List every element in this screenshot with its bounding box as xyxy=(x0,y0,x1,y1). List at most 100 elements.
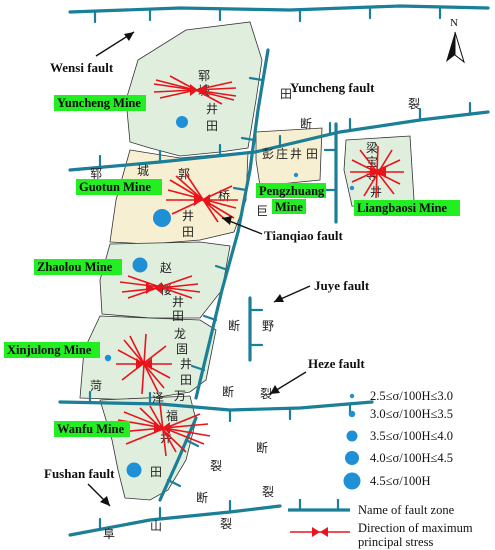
heze-fault-label: Heze fault xyxy=(308,356,365,371)
char-ye: 野 xyxy=(262,319,274,333)
legend-class-label-4: 4.0≤σ/100H≤4.5 xyxy=(370,451,453,465)
yuncheng-fault-line xyxy=(68,110,490,172)
char-fu: 福 xyxy=(166,408,178,423)
wensi-fault-label: Wensi fault xyxy=(50,60,114,75)
stress-cross-liangbaosi xyxy=(350,145,404,199)
char-jing-guo: 井 xyxy=(182,209,194,223)
char-jing-zhao: 井 xyxy=(172,295,184,309)
zhaolou-field xyxy=(99,241,231,319)
char-bao: 宝 xyxy=(366,155,378,169)
legend: 2.5≤σ/100H≤3.0 3.0≤σ/100H≤3.5 3.5≤σ/100H≤4… xyxy=(288,389,473,549)
char-lie-2: 裂 xyxy=(260,387,272,401)
char-duan-5: 断 xyxy=(196,490,208,505)
char-guo: 郭 xyxy=(178,167,190,181)
wensi-fault-line xyxy=(68,4,490,14)
char-he: 菏 xyxy=(90,379,102,393)
xinjulong-mine-label: Xinjulong Mine xyxy=(7,343,92,357)
guotun-mine-label: Guotun Mine xyxy=(79,180,151,194)
dot-yuncheng xyxy=(176,116,188,128)
yuncheng-mine-label: Yuncheng Mine xyxy=(57,96,141,110)
pengzhuang-mine-label-1: Pengzhuang xyxy=(259,184,325,198)
mine-labels: Yuncheng Mine Guotun Mine Pengzhuang Min… xyxy=(4,95,460,437)
dot-guotun xyxy=(153,209,171,227)
stress-cross-yuncheng xyxy=(153,75,237,105)
char-lie: 裂 xyxy=(408,97,420,111)
char-wan: 万 xyxy=(174,389,186,403)
liangbaosi-mine-label: Liangbaosi Mine xyxy=(357,201,447,215)
char-shan: 山 xyxy=(150,519,162,533)
char-ju: 巨 xyxy=(256,204,268,218)
stress-dots xyxy=(104,116,355,478)
char-yun: 郓 xyxy=(198,69,210,83)
legend-stress-direction: Direction of maximum principal stress xyxy=(290,521,473,549)
dot-zhaolou xyxy=(132,257,148,273)
dot-wanfu xyxy=(126,462,142,478)
legend-class-label-5: 4.5≤σ/100H xyxy=(370,474,430,488)
char-duan-3: 断 xyxy=(222,384,234,399)
legend-class-label-1: 2.5≤σ/100H≤3.0 xyxy=(370,389,453,403)
north-arrow: N xyxy=(446,17,465,64)
char-ze: 泽 xyxy=(152,391,164,405)
fault-labels: Wensi fault Yuncheng fault Tianqiao faul… xyxy=(44,31,375,507)
char-duan-4: 断 xyxy=(256,440,268,455)
char-fu2: 阜 xyxy=(103,527,115,541)
dot-liangbaosi xyxy=(349,185,355,191)
char-jing-long: 井 xyxy=(180,357,192,371)
char-yun-2: 郓 xyxy=(90,167,102,181)
char-tian: 田 xyxy=(206,119,218,133)
legend-dot-1 xyxy=(349,393,355,399)
xinjulong-field xyxy=(79,315,217,401)
char-lie-4: 裂 xyxy=(262,485,274,499)
char-long: 龙 xyxy=(174,327,186,341)
stress-cross-guotun xyxy=(166,173,238,223)
char-cheng-2: 城 xyxy=(137,164,149,178)
juye-fault-label: Juye fault xyxy=(314,278,370,293)
char-duan-2: 断 xyxy=(228,318,240,333)
char-zhao: 赵 xyxy=(160,261,172,275)
wanfu-mine-label: Wanfu Mine xyxy=(57,422,124,436)
legend-dot-5 xyxy=(343,472,361,490)
dot-pengzhuang xyxy=(293,172,299,178)
char-tian-zhao: 田 xyxy=(172,309,184,323)
legend-class-label-3: 3.5≤σ/100H≤4.0 xyxy=(370,429,453,443)
char-jing-peng: 井 xyxy=(290,147,302,161)
map-characters: 郓 城 井 田 田 裂 断 郓 城 彭 庄 井 田 梁 宝 寺 井 郭 桥 井 … xyxy=(90,69,420,541)
legend-fault-zone-label: Name of fault zone xyxy=(358,503,455,517)
char-tian-guo: 田 xyxy=(182,225,194,239)
legend-stress-direction-label-1: Direction of maximum xyxy=(358,521,473,535)
north-label: N xyxy=(450,17,458,29)
fushan-fault-label: Fushan fault xyxy=(44,466,115,481)
stress-directions xyxy=(116,75,404,457)
stress-cross-zhaolou xyxy=(119,275,201,299)
legend-stress-classes: 2.5≤σ/100H≤3.0 3.0≤σ/100H≤3.5 3.5≤σ/100H≤4… xyxy=(343,389,453,490)
yuncheng-fault-label: Yuncheng fault xyxy=(290,80,375,95)
legend-class-label-2: 3.0≤σ/100H≤3.5 xyxy=(370,407,453,421)
char-gu: 固 xyxy=(176,342,188,356)
char-tian-2: 田 xyxy=(280,87,292,101)
zhaolou-mine-label: Zhaolou Mine xyxy=(37,260,113,274)
legend-dot-3 xyxy=(346,430,358,442)
legend-fault-zone: Name of fault zone xyxy=(288,499,455,517)
char-duan: 断 xyxy=(300,116,312,131)
char-lie-5: 裂 xyxy=(220,517,232,531)
stress-cross-xinjulong xyxy=(116,333,172,395)
char-tian-wan: 田 xyxy=(150,465,162,479)
char-lie-3: 裂 xyxy=(210,459,222,473)
juye-fault-west-line xyxy=(194,48,270,400)
fault-lines xyxy=(58,4,490,537)
legend-dot-2 xyxy=(348,410,356,418)
char-zhuang: 庄 xyxy=(276,146,288,161)
dot-xinjulong xyxy=(104,354,112,362)
fushan-fault-line xyxy=(68,504,282,537)
tianqiao-fault-label: Tianqiao fault xyxy=(264,228,344,243)
north-arrow-icon xyxy=(446,32,455,62)
char-tian-peng: 田 xyxy=(306,147,318,161)
legend-stress-direction-label-2: principal stress xyxy=(358,535,433,549)
legend-dot-4 xyxy=(345,451,359,465)
stress-cross-wanfu xyxy=(117,403,211,457)
char-peng: 彭 xyxy=(262,147,274,161)
char-tian-long: 田 xyxy=(180,373,192,387)
char-liang: 梁 xyxy=(366,140,378,155)
char-jing: 井 xyxy=(206,102,218,116)
